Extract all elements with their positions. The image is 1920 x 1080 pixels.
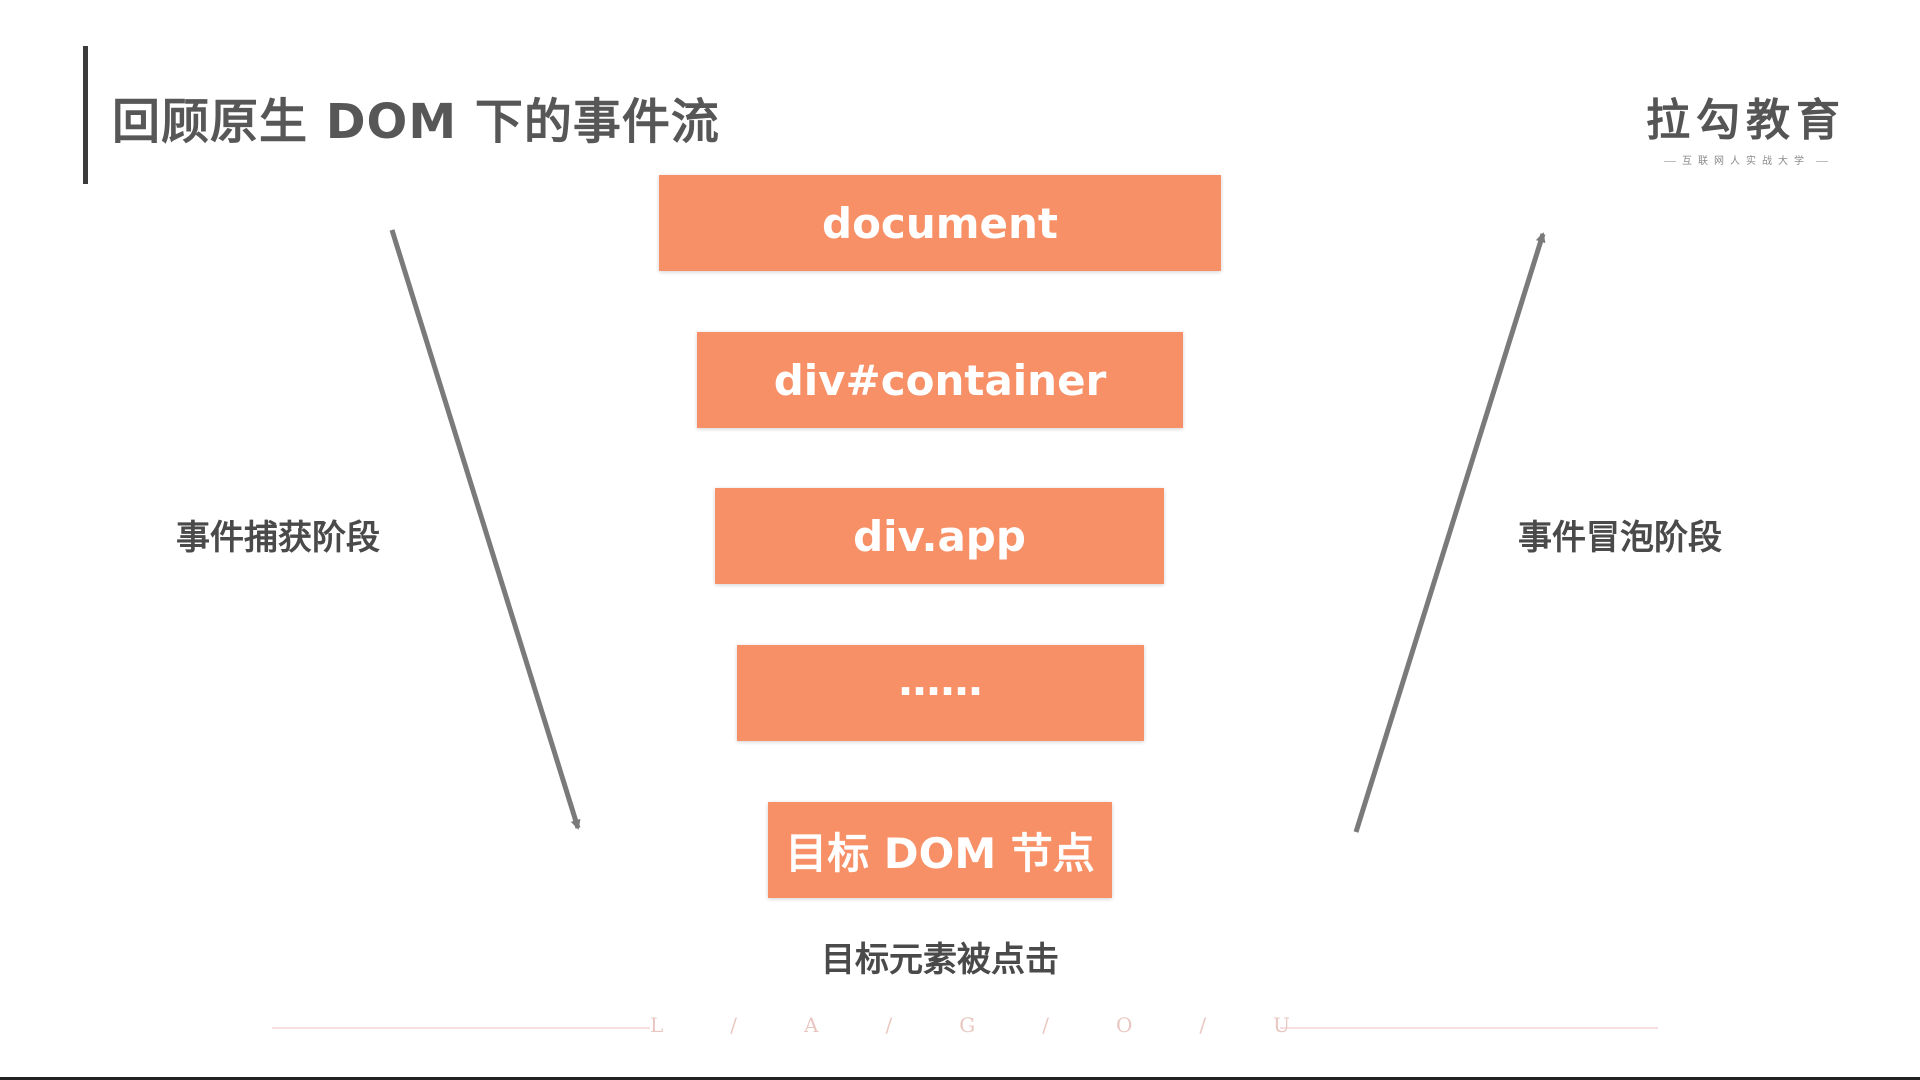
brand-logo: 拉勾教育 互联网人实战大学 (1646, 84, 1846, 167)
footer-letter: L (650, 1013, 664, 1037)
footer-letter: / (1199, 1013, 1207, 1037)
capture-phase-label: 事件捕获阶段 (176, 518, 380, 558)
footer-letter: U (1273, 1013, 1290, 1037)
bottom-border (0, 1077, 1920, 1080)
footer-letter: G (959, 1013, 976, 1037)
node-target-dom: 目标 DOM 节点 (768, 802, 1112, 898)
node-ellipsis: …… (737, 645, 1144, 741)
footer-line-right (1280, 1027, 1658, 1029)
footer-letter: / (885, 1013, 893, 1037)
node-div-app: div.app (715, 488, 1164, 584)
target-clicked-caption: 目标元素被点击 (821, 940, 1059, 980)
footer-lagou-letters: L / A / G / O / U (650, 1013, 1290, 1037)
footer-letter: / (1042, 1013, 1049, 1037)
capture-arrow (389, 229, 581, 830)
footer-line-left (272, 1027, 650, 1029)
node-document: document (659, 175, 1221, 271)
node-div-container: div#container (697, 332, 1183, 428)
brand-subtitle: 互联网人实战大学 (1646, 152, 1846, 167)
bubble-arrow (1353, 232, 1546, 833)
footer-letter: / (730, 1013, 738, 1037)
footer-letter: O (1115, 1013, 1133, 1037)
brand-name: 拉勾教育 (1646, 95, 1846, 146)
title-accent-bar (83, 46, 88, 184)
bubble-phase-label: 事件冒泡阶段 (1518, 518, 1722, 558)
page-title: 回顾原生 DOM 下的事件流 (112, 94, 720, 150)
ellipsis-text: …… (898, 656, 983, 705)
footer-letter: A (804, 1013, 819, 1037)
